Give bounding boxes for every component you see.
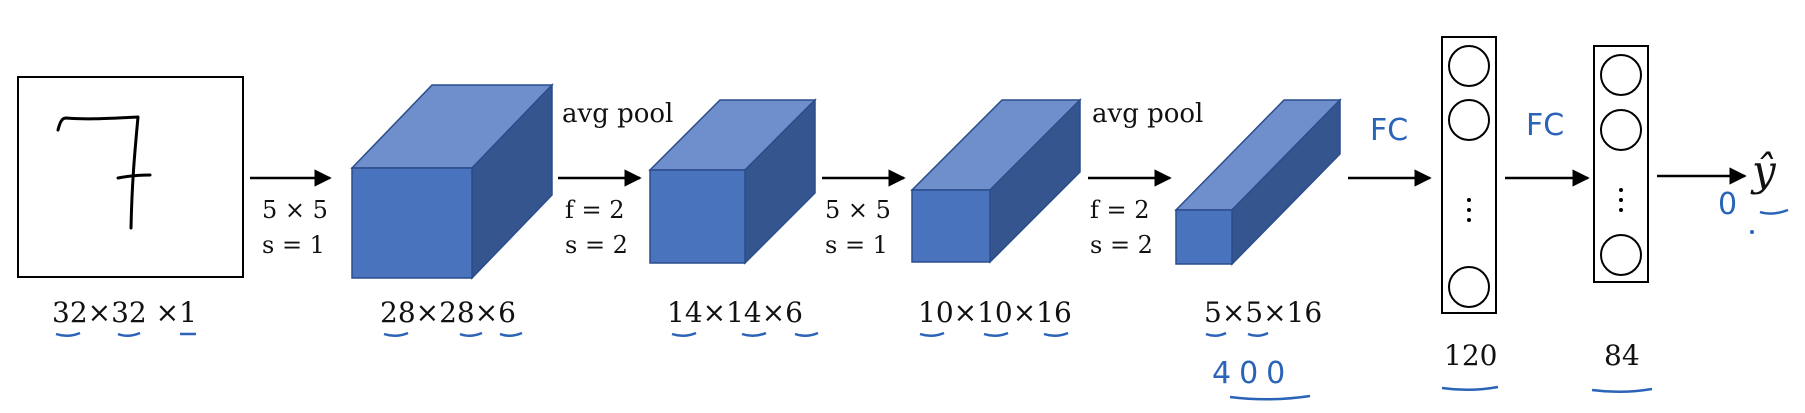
- fc1-units: 120: [1444, 339, 1497, 372]
- conv1-dims-underline: [383, 331, 523, 337]
- pool2-dims: 5×5×16: [1204, 296, 1322, 329]
- fc1-layer: [1441, 36, 1497, 314]
- conv1-volume: [350, 83, 554, 280]
- pool2-title: avg pool: [1092, 99, 1203, 129]
- output-annotation-dot: [1750, 230, 1754, 234]
- fc1-ellipsis-dot: [1467, 218, 1471, 222]
- conv2-filter-label: 5 × 5: [825, 196, 891, 224]
- pool2-dims-underline: [1205, 331, 1269, 337]
- fc2-layer: [1593, 45, 1649, 283]
- pool2-volume: [1174, 98, 1342, 266]
- fc1-neuron: [1448, 266, 1490, 308]
- fc2-units: 84: [1604, 339, 1640, 372]
- flatten-annotation-underline: [1229, 394, 1311, 401]
- fc2-label: FC: [1526, 108, 1564, 143]
- fc2-neuron: [1600, 109, 1642, 151]
- output-annotation: 0: [1718, 187, 1737, 222]
- conv2-dims-underline: [919, 331, 1069, 337]
- conv1-dims: 28×28×6: [380, 296, 516, 329]
- fc2-neuron: [1600, 54, 1642, 96]
- fc1-units-underline: [1441, 385, 1499, 391]
- fc2-units-underline: [1591, 387, 1653, 393]
- conv1-stride-label: s = 1: [262, 231, 325, 259]
- pool1-filter-label: f = 2: [565, 196, 625, 224]
- fc1-neuron: [1448, 45, 1490, 87]
- conv2-volume: [910, 98, 1082, 264]
- pool1-dims-underline: [671, 331, 819, 337]
- conv1-filter-label: 5 × 5: [262, 196, 328, 224]
- pool2-filter-label: f = 2: [1090, 196, 1150, 224]
- pool2-stride-label: s = 2: [1090, 231, 1153, 259]
- fc2-ellipsis-dot: [1619, 188, 1623, 192]
- fc1-label: FC: [1370, 113, 1408, 148]
- fc1-ellipsis-dot: [1467, 198, 1471, 202]
- pool1-stride-label: s = 2: [565, 231, 628, 259]
- output-yhat: ŷ: [1750, 146, 1777, 195]
- flatten-annotation: 400: [1212, 356, 1293, 391]
- pool1-title: avg pool: [562, 99, 673, 129]
- pool1-dims: 14×14×6: [667, 296, 803, 329]
- fc2-ellipsis-dot: [1619, 198, 1623, 202]
- conv2-dims: 10×10×16: [918, 296, 1072, 329]
- pool1-volume: [648, 98, 817, 265]
- input-dims: 32×32 ×1: [52, 296, 197, 329]
- fc2-ellipsis-dot: [1619, 208, 1623, 212]
- fc1-ellipsis-dot: [1467, 208, 1471, 212]
- handwritten-digit-seven: [56, 115, 152, 230]
- fc2-neuron: [1600, 234, 1642, 276]
- input-image: [17, 76, 244, 278]
- input-dims-underline: [55, 331, 196, 337]
- output-yhat-underline: [1759, 208, 1789, 215]
- conv2-stride-label: s = 1: [825, 231, 888, 259]
- fc1-neuron: [1448, 99, 1490, 141]
